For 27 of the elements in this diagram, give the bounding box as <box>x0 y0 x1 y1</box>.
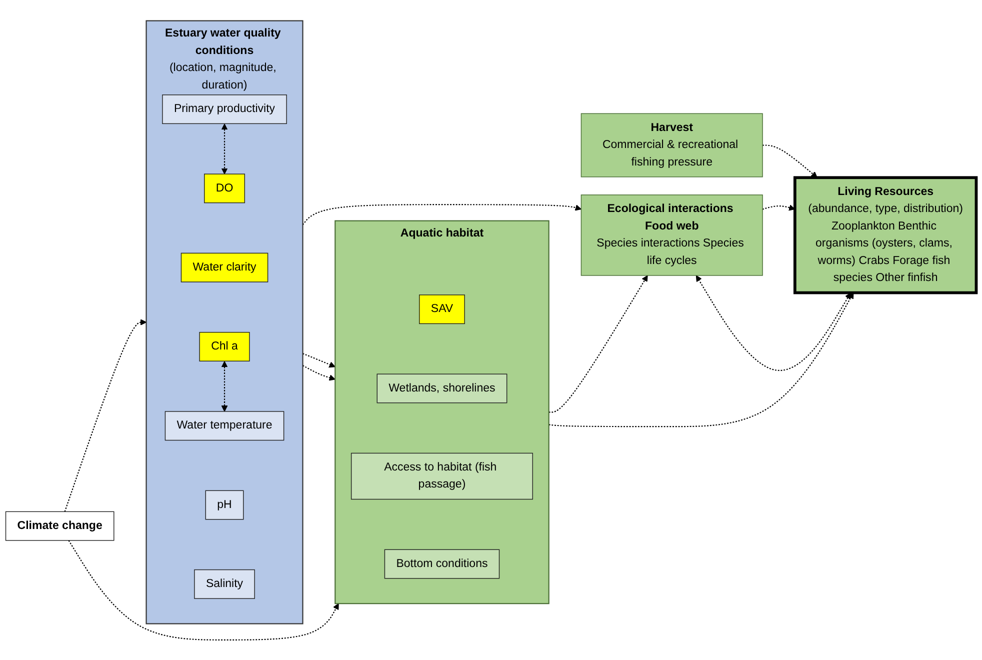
arrow <box>302 204 582 225</box>
arrow <box>696 274 851 371</box>
arrow <box>68 540 339 640</box>
arrow <box>548 274 648 412</box>
arrow <box>302 352 336 368</box>
arrow <box>64 318 147 512</box>
node-box: pH <box>205 490 244 520</box>
node-box: Living Resources (abundance, type, distribution) Zooplankton Benthic organisms (oysters, clams, worms) Crabs Forage fish species Other finfish <box>793 176 978 294</box>
node-box: Climate change <box>5 510 114 540</box>
node-box: DO <box>204 173 246 203</box>
node-box: Access to habitat (fish passage) <box>350 452 533 500</box>
node-box: Primary productivity <box>162 94 287 124</box>
node-box: Ecological interactions Food web Species interactions Species life cycles <box>580 194 763 276</box>
node-box: Salinity <box>194 569 255 599</box>
node-box: Harvest Commercial & recreational fishing pressure <box>580 112 763 177</box>
node-box: Water temperature <box>164 410 284 440</box>
arrow <box>221 360 228 412</box>
arrow <box>302 364 336 380</box>
node-box: Water clarity <box>180 252 268 282</box>
arrow <box>548 292 854 427</box>
node-box: Chl a <box>199 332 250 362</box>
arrow <box>762 204 796 210</box>
node-box: Wetlands, shorelines <box>376 373 508 403</box>
node-box: SAV <box>419 294 465 324</box>
node-box: Bottom conditions <box>384 548 500 578</box>
arrow <box>221 123 228 174</box>
arrow <box>762 144 818 178</box>
